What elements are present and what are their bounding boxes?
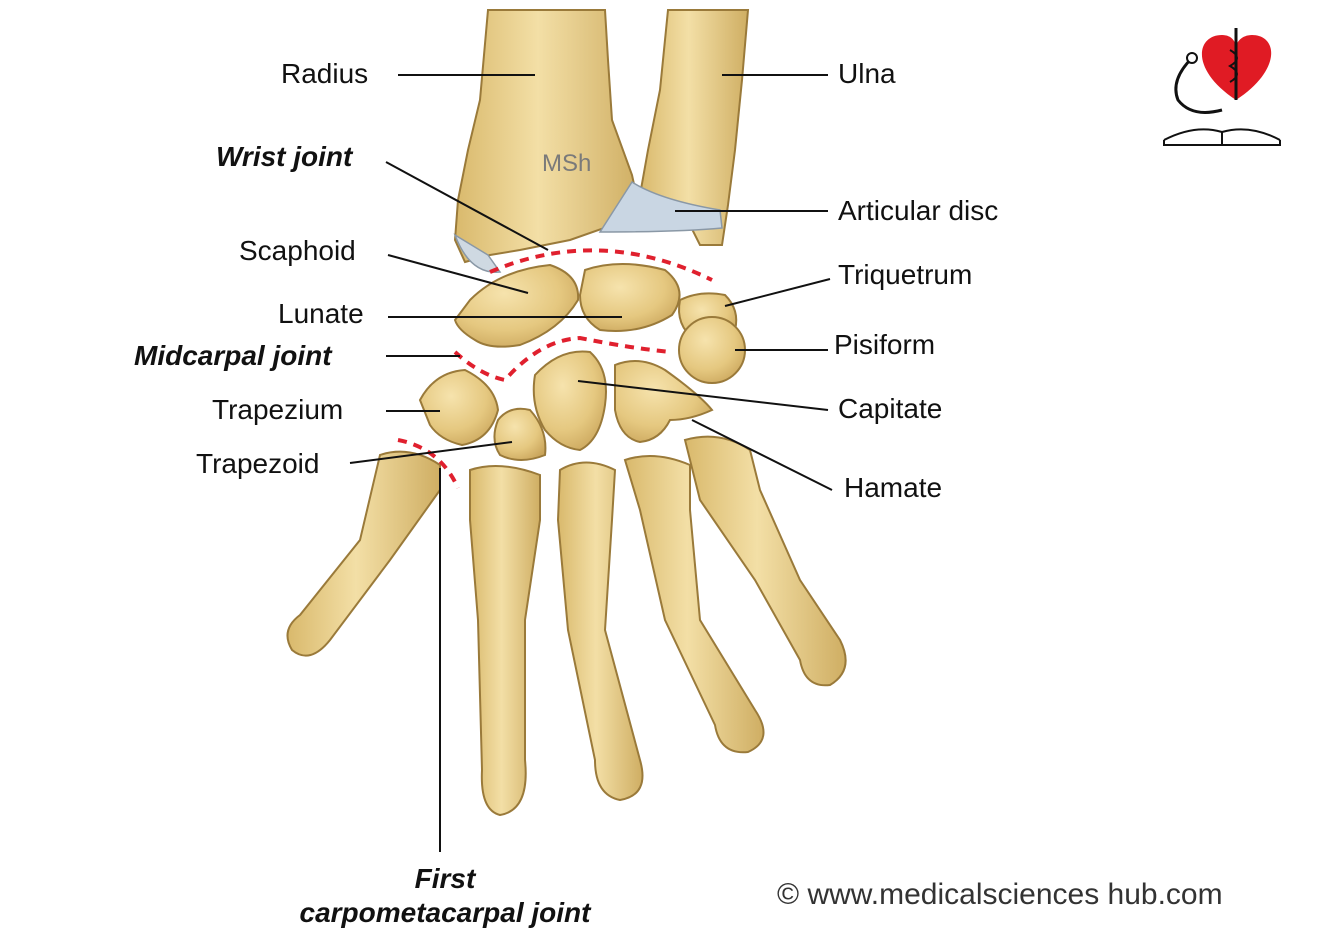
label-ulna: Ulna	[838, 58, 896, 89]
little-metacarpal	[683, 435, 847, 687]
heart-stethoscope-book-logo	[1163, 28, 1281, 146]
scaphoid-bone	[453, 263, 580, 348]
label-pisiform: Pisiform	[834, 329, 936, 360]
label-midcarpal-joint: Midcarpal joint	[134, 340, 332, 371]
joint-lines	[397, 248, 713, 489]
wrist-joint-line	[489, 248, 713, 282]
capitate-bone	[532, 350, 607, 452]
articular-disc	[598, 180, 723, 233]
trapezoid-bone	[493, 407, 547, 461]
middle-metacarpal	[556, 461, 644, 802]
label-radius: Radius	[281, 58, 369, 89]
label-triquetrum: Triquetrum	[838, 259, 973, 290]
midcarpal-joint-line	[453, 335, 671, 383]
leader-triquetrum	[724, 278, 831, 307]
ulna-bone	[638, 9, 750, 246]
label-hamate: Hamate	[844, 472, 943, 503]
lunate-bone	[578, 263, 681, 332]
label-lunate: Lunate	[278, 298, 364, 329]
copyright-notice: © www.medicalsciences hub.com	[777, 878, 1223, 911]
label-articular-disc: Articular disc	[838, 195, 999, 226]
hamate-bone	[614, 360, 714, 444]
first-cmc-joint-line	[397, 438, 460, 489]
serpent-icon	[1227, 49, 1238, 83]
leader-wrist-joint	[385, 161, 549, 251]
leader-scaphoid	[387, 254, 529, 294]
leader-capitate	[577, 380, 829, 411]
metacarpal-bones	[286, 435, 847, 817]
thumb-metacarpal	[286, 450, 441, 657]
leader-lines	[349, 74, 833, 852]
leader-hamate	[691, 419, 833, 491]
label-capitate: Capitate	[838, 393, 943, 424]
stethoscope-icon	[1174, 56, 1223, 114]
label-wrist-joint: Wrist joint	[216, 141, 353, 172]
trapezium-bone	[418, 368, 500, 447]
index-metacarpal	[469, 465, 541, 817]
label-trapezium: Trapezium	[212, 394, 344, 425]
label-scaphoid: Scaphoid	[239, 235, 356, 266]
label-first-cmc-line2: carpometacarpal joint	[299, 897, 591, 928]
radius-bone	[453, 9, 642, 273]
label-first-cmc-line1: First	[414, 863, 476, 894]
open-book-icon	[1163, 128, 1281, 146]
label-first-carpometacarpal-joint: First carpometacarpal joint	[250, 862, 640, 930]
leader-trapezoid	[349, 441, 513, 464]
stethoscope-chestpiece-icon	[1186, 52, 1198, 64]
watermark: MSh	[542, 150, 592, 177]
ring-metacarpal	[623, 455, 765, 754]
label-trapezoid: Trapezoid	[196, 448, 320, 479]
carpal-bones	[418, 263, 746, 461]
